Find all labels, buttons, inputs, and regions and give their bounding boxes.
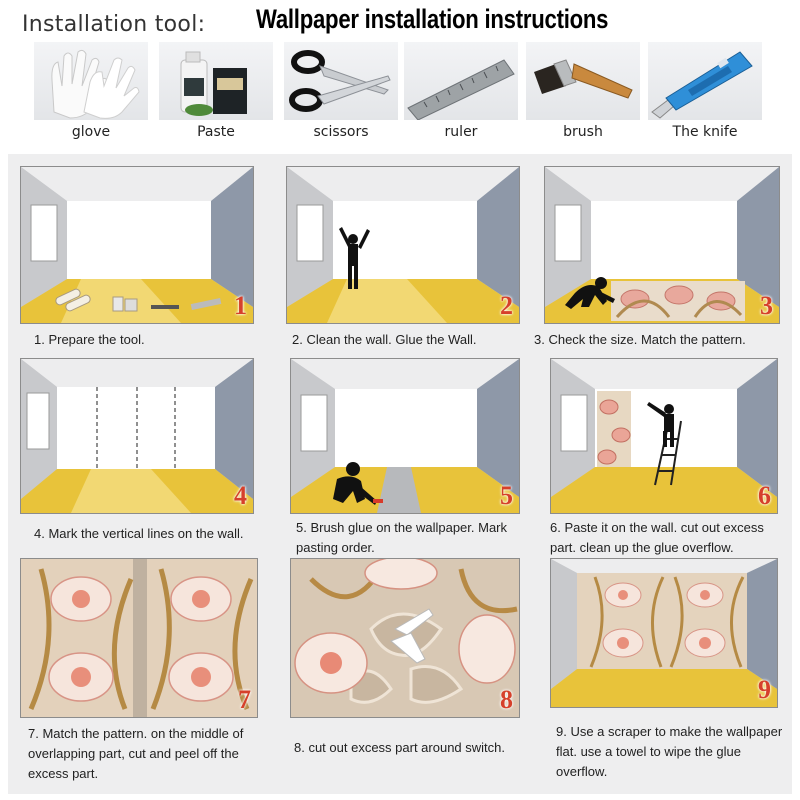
step-caption: 2. Clean the wall. Glue the Wall. [292, 332, 477, 347]
step-4: 4 4. Mark the vertical lines on the wall… [20, 358, 260, 558]
step-image: 8 [290, 558, 520, 718]
glove-icon [51, 49, 140, 119]
step-image: 4 [20, 358, 254, 514]
step-caption: 5. Brush glue on the wallpaper. Mark pas… [296, 520, 508, 555]
paste-icon [180, 51, 247, 116]
tool-label: The knife [672, 124, 738, 140]
tool-label: scissors [313, 124, 369, 140]
step-number: 4 [234, 481, 247, 510]
step-3: 3 3. Check the size. Match the pattern. [534, 166, 788, 356]
scissors-icon [289, 50, 391, 112]
step-6: 6 6. Paste it on the wall. cut out exces… [550, 358, 788, 558]
tool-ruler: ruler [404, 42, 518, 142]
step-image: 1 [20, 166, 254, 324]
step-caption: 8. cut out excess part around switch. [294, 740, 505, 755]
step-7: 7 7. Match the pattern. on the middle of… [20, 558, 276, 790]
tool-glove: glove [34, 42, 148, 142]
step-caption: 4. Mark the vertical lines on the wall. [34, 526, 244, 541]
step-number: 7 [238, 685, 251, 714]
step-9: 9 9. Use a scraper to make the wallpaper… [550, 558, 788, 790]
step-image: 6 [550, 358, 778, 514]
tool-label: glove [71, 124, 111, 140]
step-caption: 6. Paste it on the wall. cut out excess … [550, 520, 764, 555]
step-image: 2 [286, 166, 520, 324]
knife-icon [651, 51, 753, 119]
tool-label: Paste [197, 124, 235, 140]
step-5: 5 5. Brush glue on the wallpaper. Mark p… [290, 358, 530, 558]
step-2: 2 2. Clean the wall. Glue the Wall. [286, 166, 526, 356]
step-number: 1 [234, 291, 247, 320]
step-image: 5 [290, 358, 520, 514]
tools-row: glove Paste scissors [34, 42, 774, 142]
steps-panel: 1 1. Prepare the tool. [8, 154, 792, 794]
brush-icon [534, 59, 633, 99]
step-number: 2 [500, 291, 513, 320]
tool-knife: The knife [648, 42, 762, 142]
step-1: 1 1. Prepare the tool. [20, 166, 260, 356]
step-image: 3 [544, 166, 780, 324]
step-caption: 1. Prepare the tool. [34, 332, 145, 347]
step-number: 8 [500, 685, 513, 714]
step-caption: 3. Check the size. Match the pattern. [534, 332, 746, 347]
step-caption: 7. Match the pattern. on the middle of o… [28, 726, 244, 781]
step-number: 3 [760, 291, 773, 320]
tool-scissors: scissors [284, 42, 398, 142]
step-image: 9 [550, 558, 778, 708]
page-title: Wallpaper installation instructions [256, 4, 609, 34]
tool-paste: Paste [159, 42, 273, 142]
tools-heading: Installation tool: [22, 12, 206, 37]
step-number: 6 [758, 481, 771, 510]
step-number: 5 [500, 481, 513, 510]
step-8: 8 8. cut out excess part around switch. [290, 558, 530, 790]
step-caption: 9. Use a scraper to make the wallpaper f… [556, 724, 783, 779]
step-number: 9 [758, 675, 771, 704]
step-image: 7 [20, 558, 258, 718]
tool-label: ruler [444, 124, 478, 140]
ruler-icon [407, 59, 515, 120]
tool-brush: brush [526, 42, 640, 142]
tool-label: brush [563, 124, 603, 140]
